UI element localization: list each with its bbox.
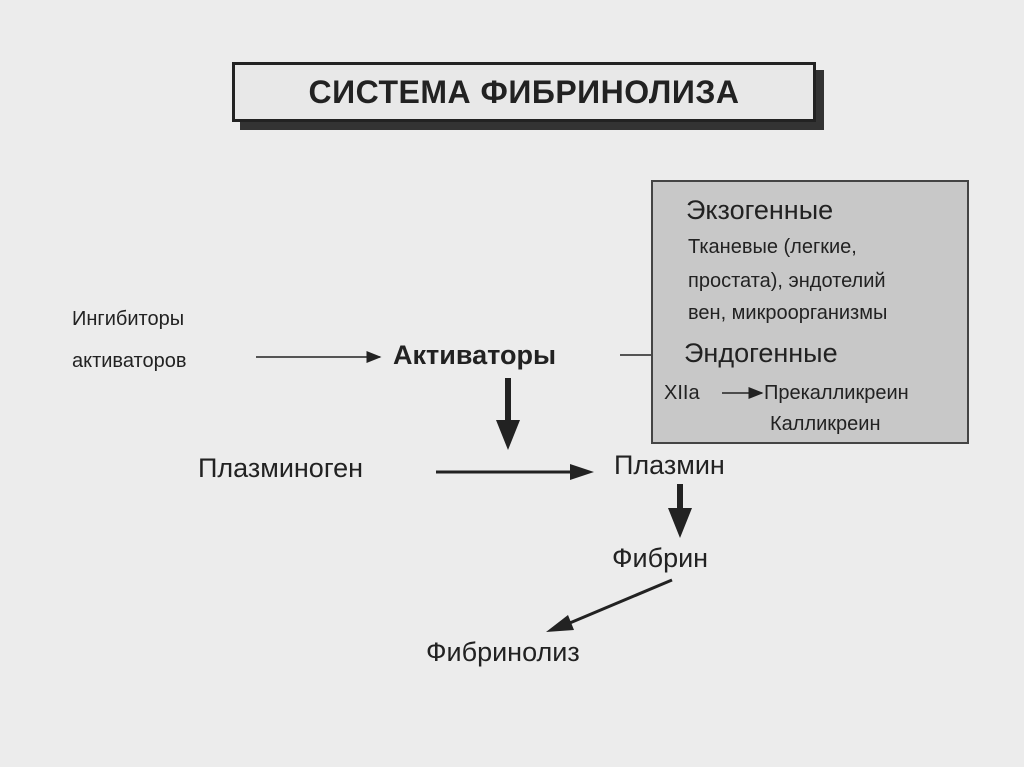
prekallikrein: Прекалликреин [764, 382, 909, 404]
plasmin-label: Плазмин [614, 450, 725, 480]
inhibitors-label: активаторов [72, 350, 187, 372]
exogenous-line: вен, микроорганизмы [688, 302, 888, 324]
inhibitors-label: Ингибиторы [72, 308, 185, 330]
fibrin-arrowhead [546, 615, 574, 632]
exogenous-heading: Экзогенные [686, 195, 834, 225]
fibrin-arrow [564, 578, 673, 627]
plasminogen-label: Плазминоген [198, 453, 364, 483]
plasmin-arrowhead [668, 508, 692, 538]
kallikrein: Калликреин [770, 413, 881, 435]
activator-sources-box [651, 180, 969, 444]
page-title: СИСТЕМА ФИБРИНОЛИЗА [308, 73, 740, 110]
factor-xiia: XIIa [664, 382, 700, 404]
activator-arrowhead [496, 420, 520, 450]
fibrin-label: Фибрин [612, 543, 709, 573]
endogenous-heading: Эндогенные [684, 338, 838, 368]
activators-label: Активаторы [393, 340, 557, 370]
exogenous-line: простата), эндотелий [688, 270, 886, 292]
fibrinolysis-label: Фибринолиз [426, 637, 580, 667]
plasminogen-arrowhead [570, 464, 594, 480]
exogenous-line: Тканевые (легкие, [688, 236, 857, 258]
title-box: СИСТЕМА ФИБРИНОЛИЗА [232, 62, 816, 122]
